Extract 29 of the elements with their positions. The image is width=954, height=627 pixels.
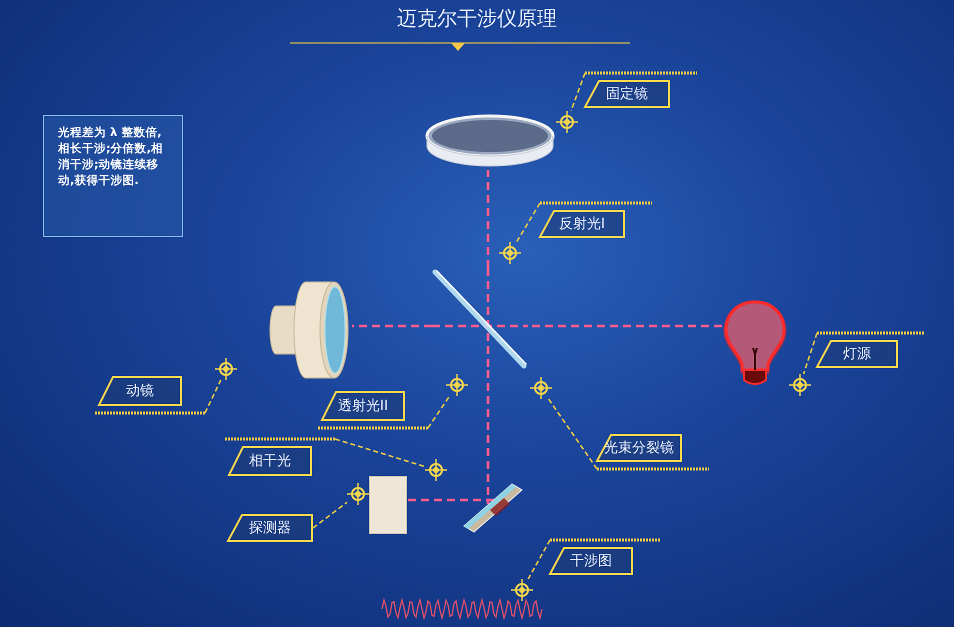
crosshair-icon <box>530 377 552 399</box>
leader-line <box>204 380 222 414</box>
crosshair-icon <box>511 579 533 601</box>
leader-line <box>516 202 541 242</box>
interference-wave-drawing <box>382 596 542 622</box>
info-box: 光程差为 λ 整数倍,相长干涉;分倍数,相消干涉;动镜连续移动,获得干涉图. <box>43 115 183 237</box>
crosshair-icon <box>499 242 521 264</box>
beam-splitter-drawing <box>432 268 528 370</box>
leader-line <box>802 332 818 374</box>
diagram-title: 迈克尔干涉仪原理 <box>397 6 557 30</box>
crosshair-icon <box>215 358 237 380</box>
leader-line <box>528 540 551 580</box>
leader-line <box>548 398 598 470</box>
crosshair-icon <box>556 111 578 133</box>
crosshair-icon <box>446 374 468 396</box>
leader-line <box>334 438 426 468</box>
crosshair-icon <box>789 374 811 396</box>
light-beam <box>486 370 490 504</box>
detector-block <box>369 476 407 534</box>
crosshair-icon <box>425 459 447 481</box>
crosshair-icon <box>347 483 369 505</box>
leader-line <box>427 396 450 428</box>
light-beam <box>352 324 432 328</box>
light-beam <box>486 170 490 268</box>
leader-line <box>570 72 586 112</box>
light-beam <box>407 498 494 502</box>
label-tag: 探测器 <box>227 514 313 542</box>
leader-line <box>312 502 348 529</box>
lamp-drawing <box>722 298 788 388</box>
